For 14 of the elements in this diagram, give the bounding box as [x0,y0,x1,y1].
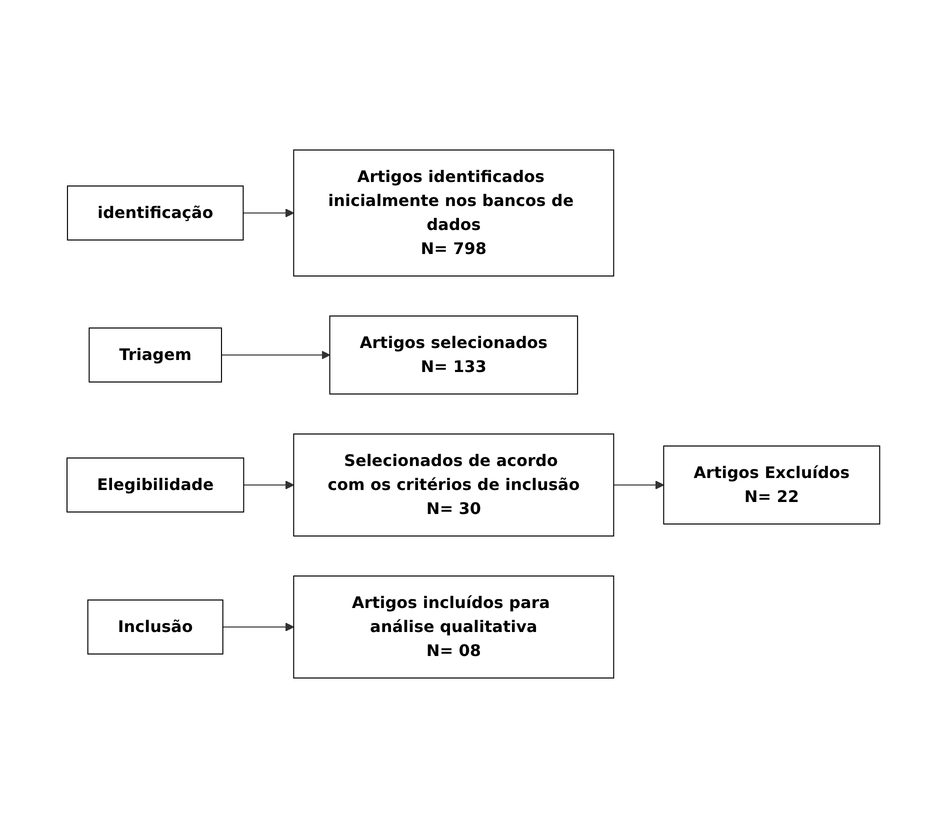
arrow [242,480,294,490]
node-box: Artigos selecionados N= 133 [328,316,578,394]
node-box: Elegibilidade [66,458,244,512]
node-box: Triagem [88,328,222,382]
arrow [612,480,664,490]
node-box: Inclusão [86,600,223,654]
node-box: Artigos incluídos para análise qualitativa N= 08 [292,576,614,678]
node-box: identificação [66,186,244,240]
node-box: Selecionados de acordo com os critérios de inclusão N= 30 [292,434,614,536]
arrow [220,350,330,360]
node-box: Artigos identificados inicialmente nos bancos de dados N= 798 [292,150,614,276]
node-box: Artigos Excluídos N= 22 [662,446,880,524]
arrow [222,622,294,632]
arrow [242,208,294,218]
